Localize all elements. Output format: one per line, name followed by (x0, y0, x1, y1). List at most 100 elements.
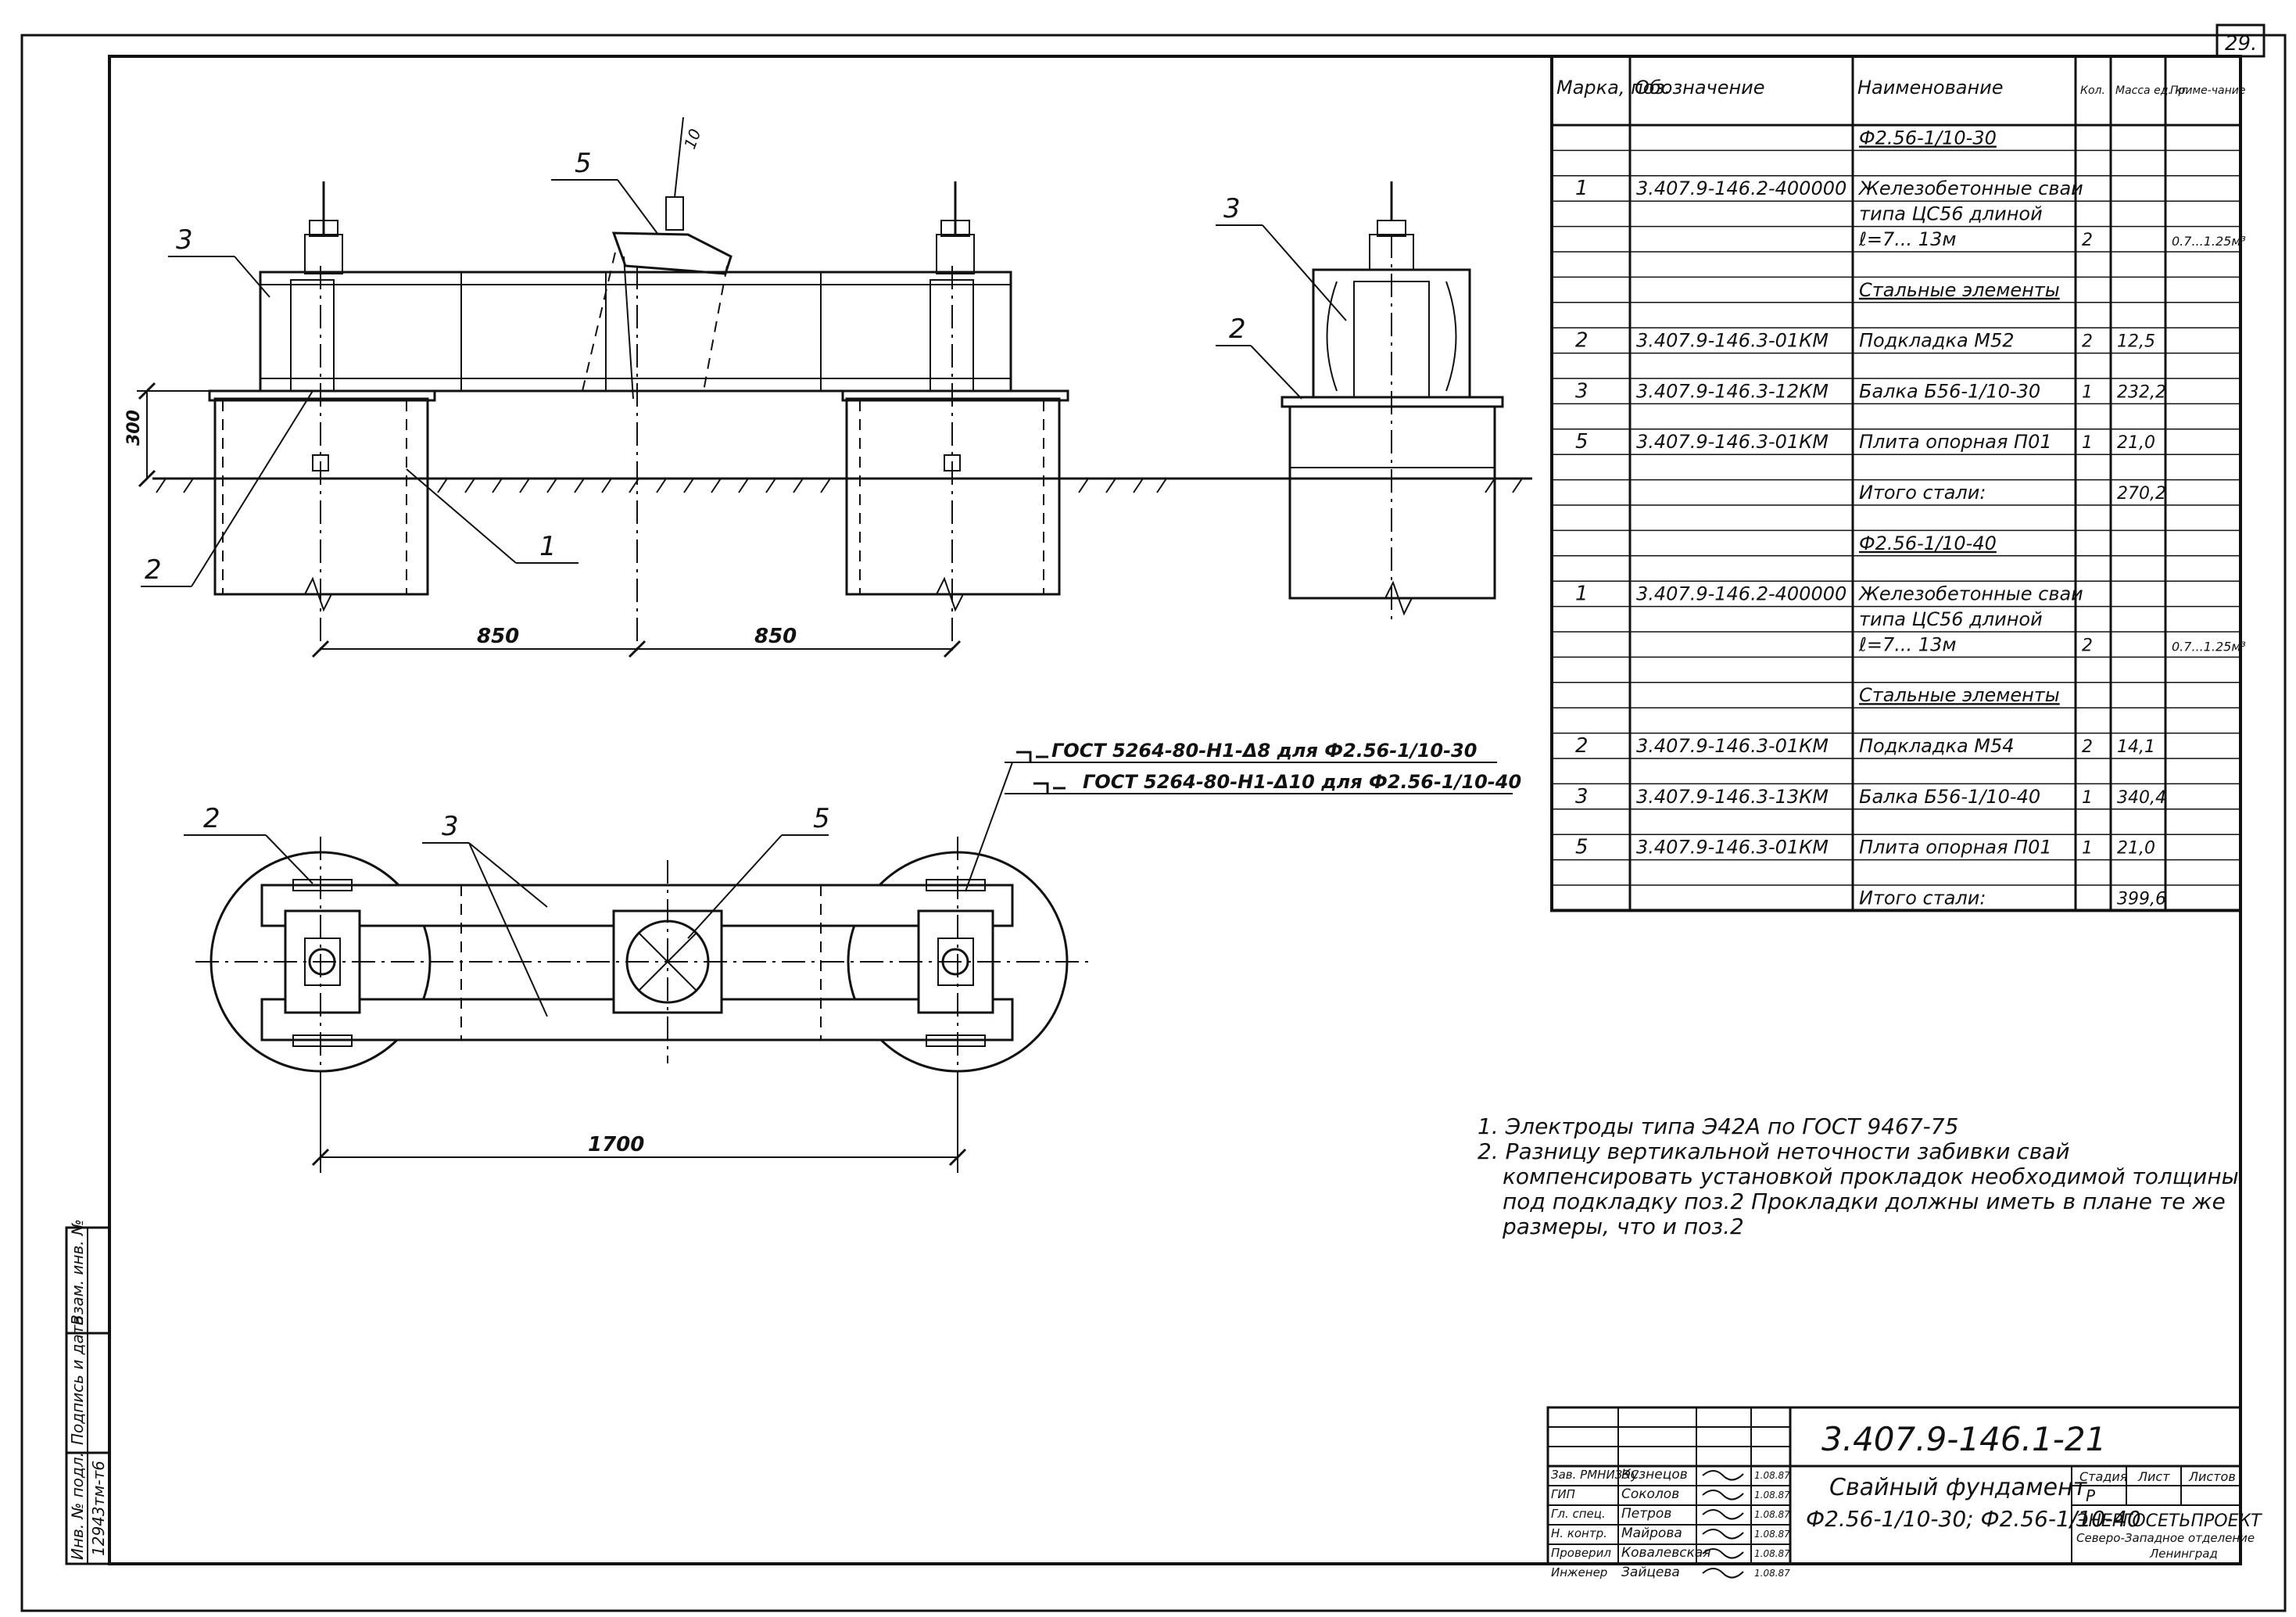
stage-value: Р (2086, 1486, 2096, 1505)
signature-role: Зав. РМНИЗЭС (1551, 1468, 1639, 1482)
spec-cell-designation: 3.407.9-146.3-13КМ (1636, 786, 1829, 808)
callout-front-1: 1 (539, 531, 557, 562)
signature-name: Ковалевская (1621, 1545, 1711, 1561)
side-stamp-sign: Подпись и дата (68, 1315, 87, 1445)
spec-cell-qty: 2 (2082, 332, 2093, 352)
signature-role: ГИП (1551, 1487, 1575, 1501)
dim-300: 300 (124, 410, 144, 446)
spec-cell-mark: 3 (1575, 379, 1589, 403)
page-number: 29. (2225, 32, 2257, 56)
signature-date: 1.08.87 (1754, 1568, 1790, 1579)
spec-cell-name: Стальные элементы (1859, 684, 2060, 706)
spec-cell-mark: 2 (1575, 734, 1589, 758)
spec-cell-qty: 2 (2082, 636, 2093, 655)
spec-cell-mark: 1 (1575, 177, 1589, 200)
spec-cell-mark: 3 (1575, 785, 1589, 808)
spec-cell-name: Плита опорная П01 (1859, 837, 2052, 859)
weld-symbols (1016, 751, 1066, 793)
spec-header-2: Наименование (1857, 77, 2004, 99)
spec-cell-name: Плита опорная П01 (1859, 431, 2052, 453)
spec-cell-name: Стальные элементы (1859, 279, 2060, 301)
spec-cell-name: ℓ=7... 13м (1858, 633, 1956, 655)
spec-cell-mass: 340,4 (2117, 788, 2166, 808)
spec-cell-designation: 3.407.9-146.2-400000 (1636, 177, 1846, 199)
spec-cell-designation: 3.407.9-146.3-01КМ (1636, 330, 1829, 352)
signature-name: Петров (1621, 1506, 1671, 1522)
note-1: 1. Электроды типа Э42А по ГОСТ 9467-75 (1478, 1113, 1958, 1139)
spec-cell-mass: 14,1 (2117, 737, 2155, 757)
spec-cell-mass: 232,2 (2117, 382, 2166, 402)
bolt-left (304, 234, 343, 274)
note-5: размеры, что и поз.2 (1502, 1214, 1744, 1239)
dim-1700: 1700 (588, 1133, 644, 1156)
spec-cell-note: 0.7...1.25м³ (2172, 234, 2246, 249)
spec-cell-mark: 5 (1575, 836, 1589, 859)
handwritten-signature (1702, 1490, 1744, 1500)
spec-cell-mass: 21,0 (2117, 839, 2155, 859)
spec-cell-qty: 1 (2082, 433, 2093, 453)
spec-header-3: Кол. (2080, 84, 2105, 97)
plan-view (184, 762, 1513, 1173)
signature-role: Н. контр. (1551, 1526, 1607, 1540)
spec-cell-name: Итого стали: (1859, 482, 1986, 504)
handwritten-signature (1702, 1509, 1744, 1520)
stage-header: Стадия (2079, 1469, 2128, 1484)
side-stamp (65, 1226, 111, 1565)
spec-header-4: Масса ед. кг (2115, 84, 2188, 97)
spec-cell-qty: 1 (2082, 839, 2093, 859)
note-2: 2. Разницу вертикальной неточности забив… (1478, 1138, 2070, 1164)
signature-name: Соколов (1621, 1486, 1679, 1502)
outer-border (20, 34, 2287, 1612)
spec-cell-qty: 2 (2082, 737, 2093, 757)
spec-cell-name: Итого стали: (1859, 887, 1986, 909)
spec-cell-name: Балка Б56-1/10-30 (1859, 380, 2040, 402)
signature-name: Зайцева (1621, 1565, 1680, 1580)
sheet-header: Лист (2137, 1469, 2170, 1484)
spec-cell-designation: 3.407.9-146.3-12КМ (1636, 380, 1829, 402)
spec-cell-mass: 399,6 (2117, 889, 2166, 909)
spec-cell-name: Ф2.56-1/10-40 (1859, 532, 1997, 554)
sheets-header: Листов (2188, 1469, 2236, 1484)
signature-date: 1.08.87 (1754, 1490, 1790, 1500)
signature-date: 1.08.87 (1754, 1548, 1790, 1559)
note-3: компенсировать установкой прокладок необ… (1503, 1163, 2239, 1189)
organization-1: ЭНЕРГОСЕТЬПРОЕКТ (2076, 1511, 2262, 1531)
signature-date: 1.08.87 (1754, 1509, 1790, 1520)
spec-cell-mark: 5 (1575, 430, 1589, 454)
front-hatching (156, 478, 1523, 493)
organization-2: Северо-Западное отделение (2076, 1531, 2255, 1545)
callout-plan-3: 3 (442, 811, 459, 842)
spec-cell-name: типа ЦС56 длиной (1859, 608, 2043, 630)
signature-role: Инженер (1551, 1565, 1607, 1579)
weld-note-2: ГОСТ 5264-80-Н1-Δ10 для Ф2.56-1/10-40 (1083, 771, 1521, 793)
spec-cell-name: Железобетонные сваи (1857, 583, 2083, 605)
callout-plan-5: 5 (813, 803, 830, 834)
note-4: под подкладку поз.2 Прокладки должны име… (1503, 1189, 2226, 1214)
side-view (1204, 181, 1532, 626)
spec-header-0: Марка, поз. (1556, 77, 1671, 99)
signature-name: Кузнецов (1621, 1467, 1688, 1483)
spec-cell-designation: 3.407.9-146.3-01КМ (1636, 837, 1829, 859)
signature-role: Гл. спец. (1551, 1507, 1606, 1521)
spec-cell-name: Балка Б56-1/10-40 (1859, 786, 2040, 808)
spec-cell-name: ℓ=7... 13м (1858, 228, 1956, 250)
handwritten-signature (1702, 1470, 1744, 1481)
beam (259, 271, 1012, 393)
side-stamp-inv-value: 12943тм-т6 (89, 1461, 108, 1556)
dim-weld-leg: 10 (680, 127, 704, 152)
support-plate (611, 231, 732, 275)
callout-side-2: 2 (1229, 314, 1246, 345)
weld-note-1: ГОСТ 5264-80-Н1-Δ8 для Ф2.56-1/10-30 (1051, 740, 1477, 762)
spec-cell-mass: 12,5 (2117, 332, 2155, 352)
callout-front-5: 5 (575, 148, 592, 179)
spec-cell-designation: 3.407.9-146.2-400000 (1636, 583, 1846, 605)
signature-date: 1.08.87 (1754, 1470, 1790, 1481)
drawing-designation: 3.407.9-146.1-21 (1821, 1420, 2106, 1458)
dim-850-right: 850 (754, 625, 797, 648)
spec-cell-mark: 1 (1575, 583, 1589, 606)
signature-name: Майрова (1621, 1526, 1682, 1541)
spec-cell-name: Железобетонные сваи (1857, 177, 2083, 199)
signature-date: 1.08.87 (1754, 1529, 1790, 1540)
